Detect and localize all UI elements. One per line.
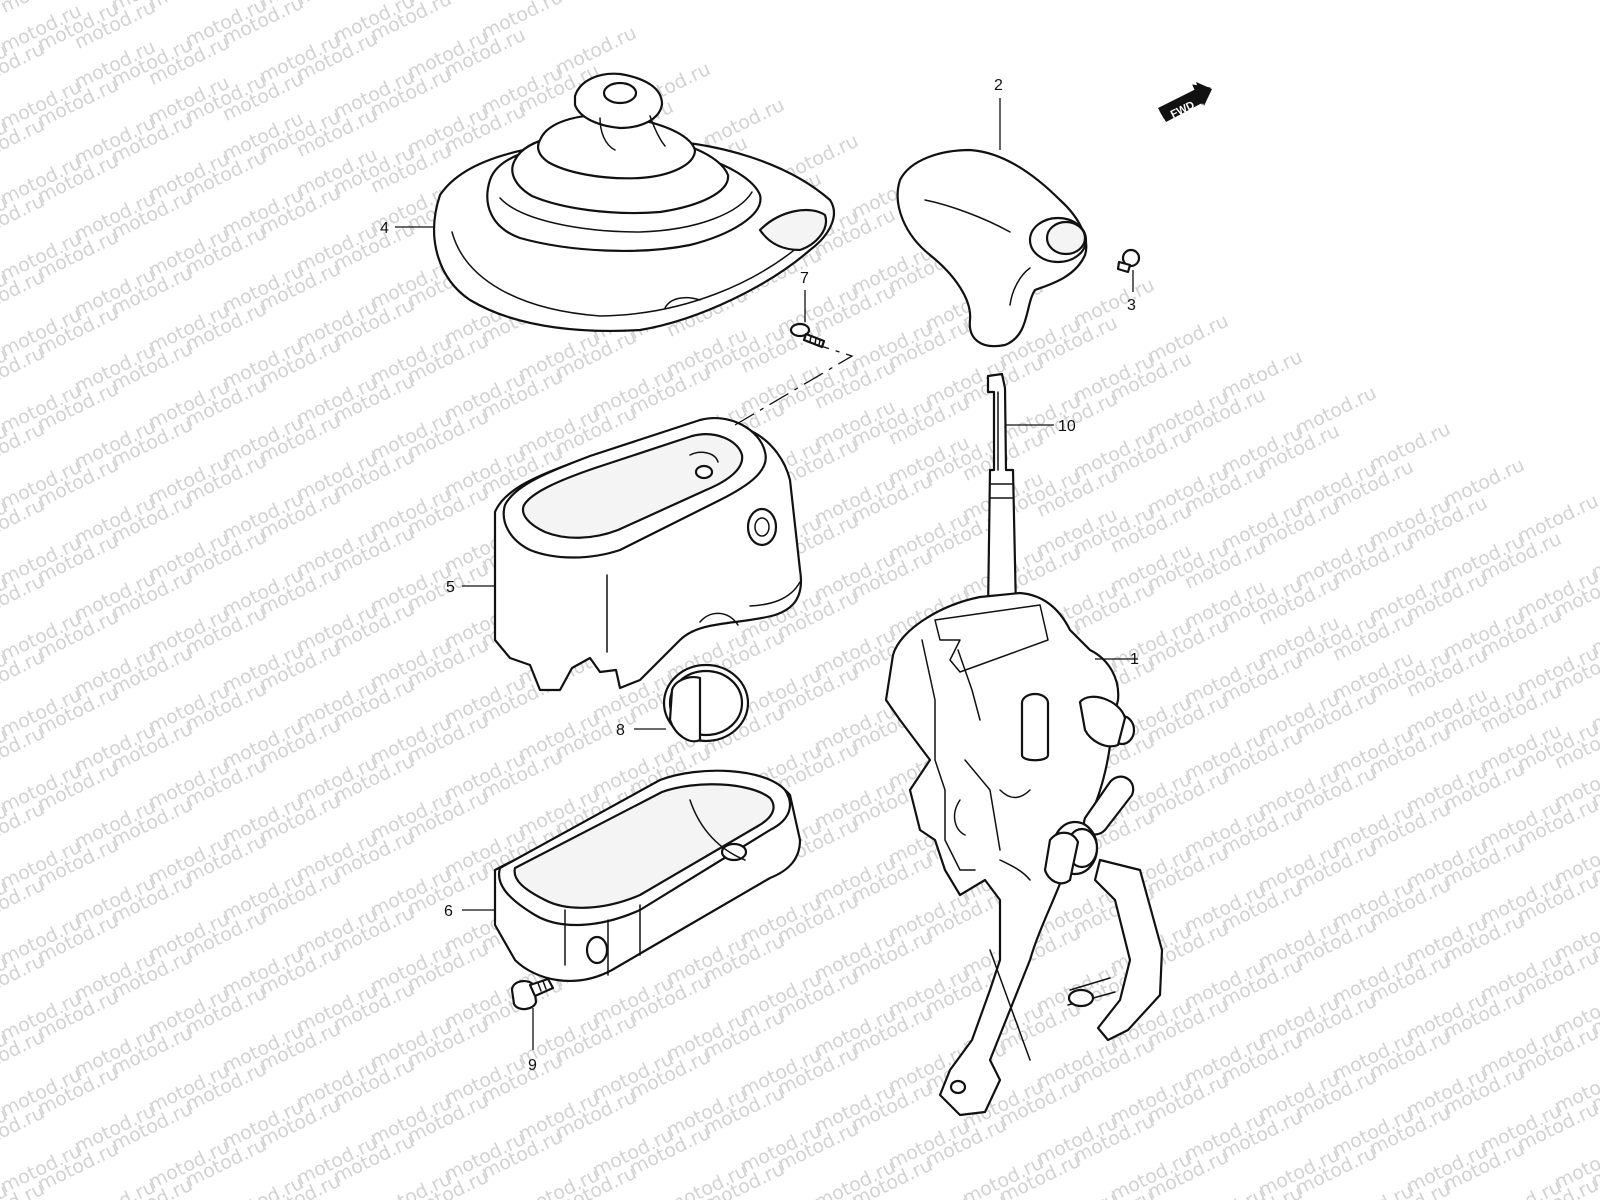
callout-4: 4 — [380, 220, 389, 237]
lower-tray — [493, 769, 802, 982]
fwd-arrow-icon: FWD — [1158, 82, 1212, 122]
callout-3: 3 — [1127, 297, 1136, 314]
callout-1: 1 — [1130, 651, 1139, 668]
console-housing — [493, 417, 803, 692]
callout-10: 10 — [1058, 418, 1076, 435]
grommet-8 — [662, 663, 750, 743]
callout-8: 8 — [616, 722, 625, 739]
shift-boot — [433, 72, 835, 332]
callout-9: 9 — [528, 1057, 537, 1074]
shift-rod — [986, 372, 1018, 614]
callout-6: 6 — [444, 903, 453, 920]
assembly-guide-line — [734, 341, 854, 426]
callout-7: 7 — [800, 270, 809, 287]
leader-lines — [395, 98, 1138, 1050]
screw-7 — [789, 322, 826, 349]
shift-knob — [896, 148, 1088, 348]
screw-3 — [1116, 248, 1141, 274]
shifter-assembly — [884, 591, 1164, 1117]
callout-5: 5 — [446, 579, 455, 596]
bolt-9 — [510, 977, 555, 1011]
callout-2: 2 — [994, 77, 1003, 94]
